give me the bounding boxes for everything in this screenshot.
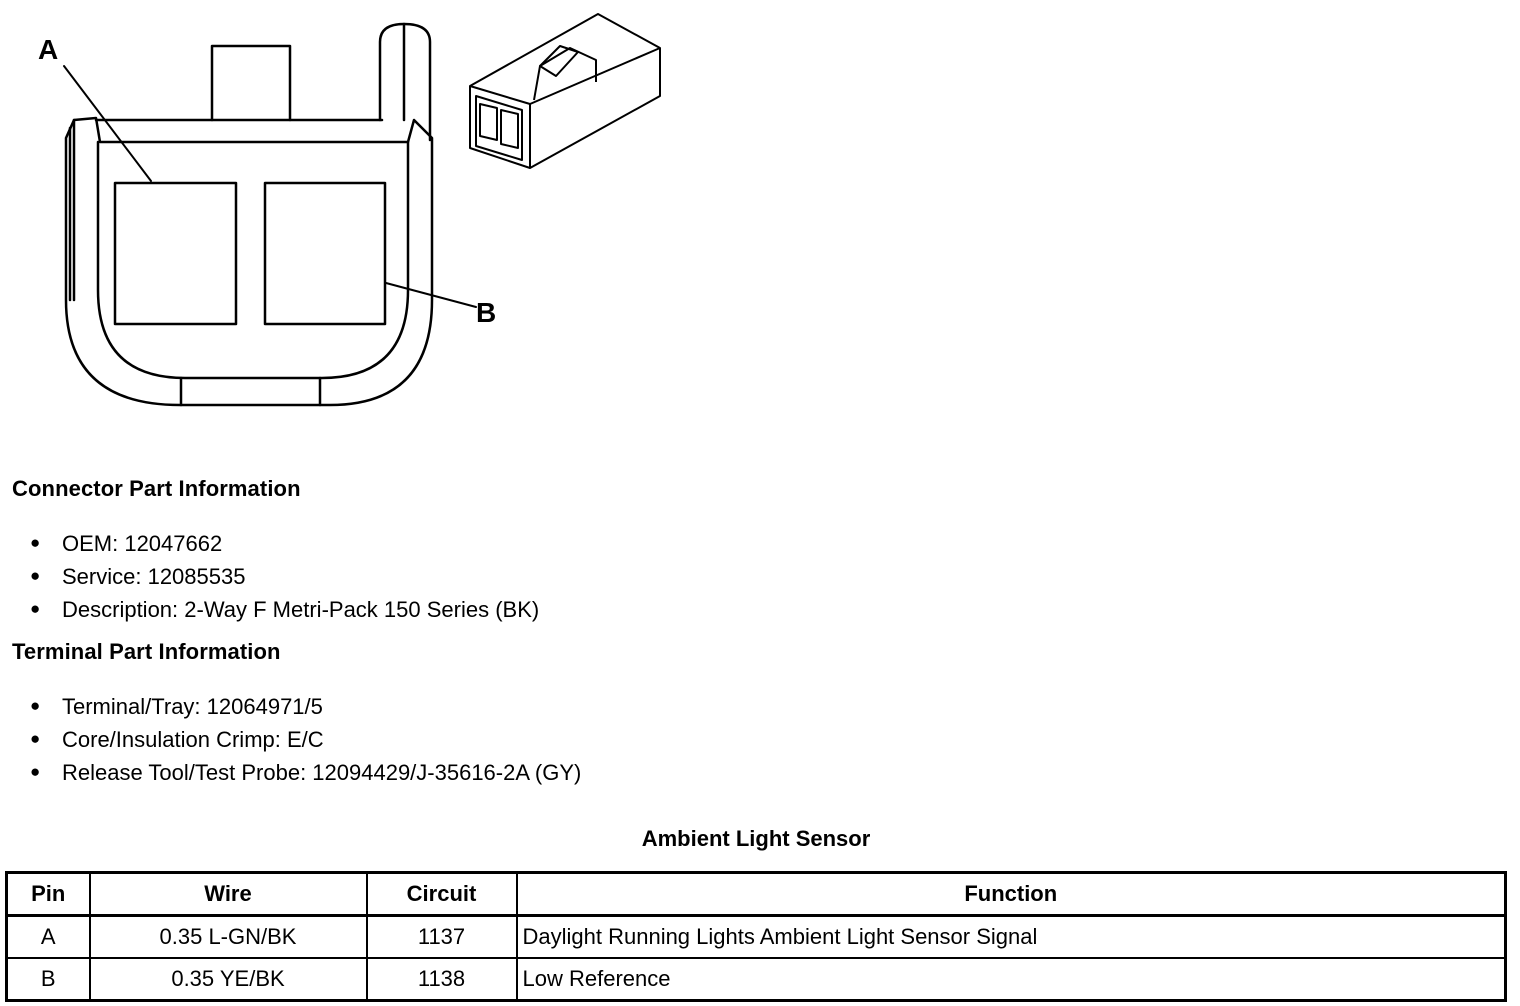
bullet-icon: ● — [30, 729, 41, 748]
cell-wire: 0.35 YE/BK — [88, 957, 368, 1002]
connector-face-outline — [64, 116, 434, 407]
list-item: ●OEM: 12047662 — [30, 531, 223, 556]
table-title: Ambient Light Sensor — [641, 826, 871, 851]
cell-pin: A — [5, 914, 91, 959]
bullet-icon: ● — [30, 566, 41, 585]
cell-function: Low Reference — [515, 957, 1507, 1002]
table-row: A 0.35 L-GN/BK 1137 Daylight Running Lig… — [5, 914, 1507, 959]
terminal-info-heading: Terminal Part Information — [12, 639, 281, 664]
list-item: ●Description: 2-Way F Metri-Pack 150 Ser… — [30, 597, 540, 622]
cell-circuit: 1137 — [365, 914, 518, 959]
header-circuit: Circuit — [365, 871, 518, 917]
table-row: B 0.35 YE/BK 1138 Low Reference — [5, 957, 1507, 1002]
header-pin: Pin — [5, 871, 91, 917]
connector-iso-view — [469, 13, 661, 169]
bullet-icon: ● — [30, 533, 41, 552]
cavity-b — [263, 181, 387, 326]
bullet-icon: ● — [30, 762, 41, 781]
list-item: ●Service: 12085535 — [30, 564, 246, 589]
cell-wire: 0.35 L-GN/BK — [88, 914, 368, 959]
header-wire: Wire — [88, 871, 368, 917]
list-item: ●Release Tool/Test Probe: 12094429/J-356… — [30, 760, 582, 785]
connector-latch-tab — [210, 44, 292, 122]
terminal-info-list: ●Terminal/Tray: 12064971/5 ●Core/Insulat… — [0, 690, 581, 789]
bullet-icon: ● — [30, 696, 41, 715]
connector-info-list: ●OEM: 12047662 ●Service: 12085535 ●Descr… — [0, 527, 539, 626]
connector-info-heading: Connector Part Information — [12, 476, 301, 501]
connector-face-inner — [96, 140, 410, 380]
list-item: ●Core/Insulation Crimp: E/C — [30, 727, 324, 752]
table-header-row: Pin Wire Circuit Function — [5, 871, 1507, 917]
bullet-icon: ● — [30, 599, 41, 618]
cell-circuit: 1138 — [365, 957, 518, 1002]
cell-function: Daylight Running Lights Ambient Light Se… — [515, 914, 1507, 959]
callout-b-label: B — [476, 297, 496, 328]
callout-a-label: A — [38, 34, 58, 65]
cavity-a — [113, 181, 238, 326]
header-function: Function — [515, 871, 1507, 917]
pin-table: Pin Wire Circuit Function A 0.35 L-GN/BK… — [5, 871, 1507, 1002]
list-item: ●Terminal/Tray: 12064971/5 — [30, 694, 323, 719]
connector-diagram: A B — [38, 13, 661, 407]
cell-pin: B — [5, 957, 91, 1002]
callout-b-leader — [385, 282, 477, 308]
callout-a-leader — [63, 65, 152, 182]
